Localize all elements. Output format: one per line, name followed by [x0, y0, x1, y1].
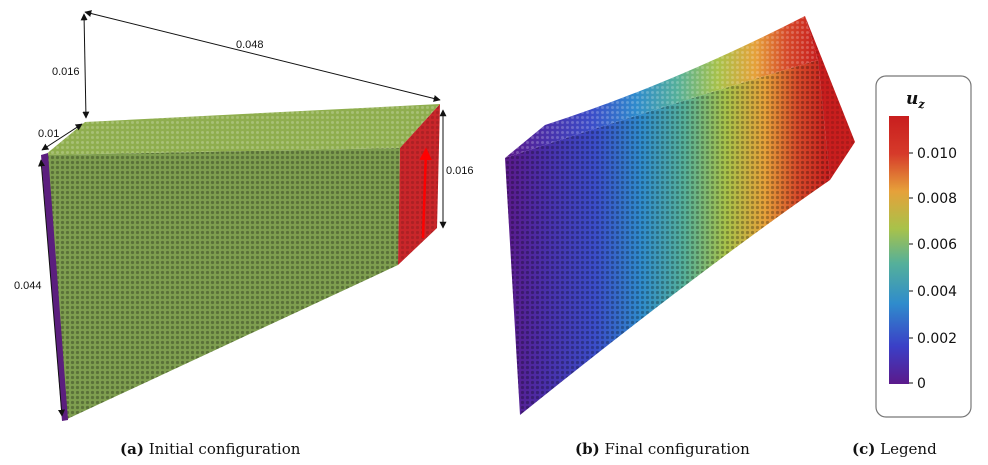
tick-label: 0.004 — [917, 284, 957, 300]
caption-c: (c) Legend — [852, 440, 937, 458]
caption-c-label: (c) — [852, 440, 876, 458]
caption-c-text: Legend — [880, 440, 937, 458]
colorbar — [889, 116, 909, 384]
tick-label: 0.008 — [917, 191, 957, 207]
caption-a: (a) Initial configuration — [120, 440, 300, 458]
panel-c-legend: uz 0.010 0.008 0.006 0.004 0.002 0 — [875, 75, 972, 418]
caption-a-label: (a) — [120, 440, 144, 458]
dim-height-left-label: 0.016 — [52, 66, 80, 78]
caption-b-label: (b) — [575, 440, 600, 458]
dim-width-label: 0.01 — [38, 128, 59, 140]
caption-b: (b) Final configuration — [575, 440, 750, 458]
tick-label: 0.002 — [917, 331, 957, 347]
legend-title: uz — [906, 89, 925, 111]
caption-b-text: Final configuration — [604, 440, 750, 458]
dim-depth-label: 0.044 — [14, 280, 42, 292]
panel-a-initial-beam — [41, 104, 440, 421]
dimension-lines — [38, 10, 447, 417]
load-arrow — [419, 147, 432, 239]
dim-height-right-label: 0.016 — [446, 165, 474, 177]
caption-a-text: Initial configuration — [148, 440, 301, 458]
tick-label: 0.006 — [917, 237, 957, 253]
panel-b-final-beam — [505, 16, 855, 415]
colorbar-ticks — [909, 152, 913, 384]
tick-label: 0 — [917, 376, 926, 392]
tick-label: 0.010 — [917, 146, 957, 162]
dim-length-label: 0.048 — [236, 39, 264, 51]
